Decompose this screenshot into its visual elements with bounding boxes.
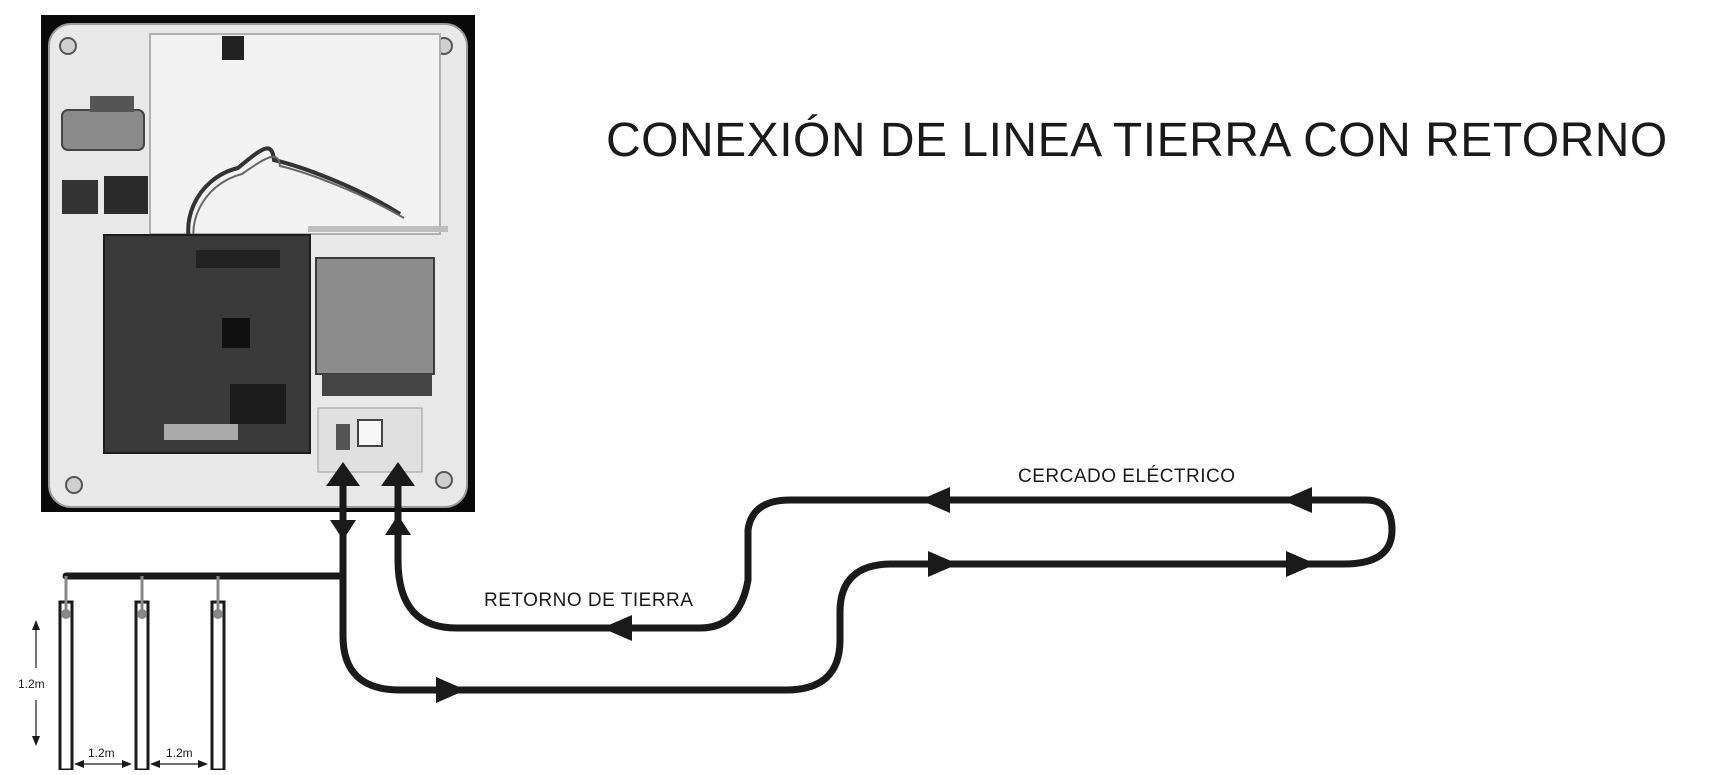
spacing-1-arrow-left bbox=[74, 760, 84, 768]
arrow-left-top-2 bbox=[920, 487, 950, 513]
device-clip bbox=[222, 36, 244, 60]
device-coil bbox=[61, 109, 145, 151]
ground-rod-2 bbox=[134, 576, 150, 772]
terminal-ground bbox=[336, 424, 350, 450]
depth-arrow-down bbox=[32, 736, 40, 746]
arrow-right-bottom bbox=[436, 677, 466, 703]
device-cable-2 bbox=[192, 155, 405, 259]
arrow-left-top-1 bbox=[1282, 487, 1312, 513]
arrow-left-return bbox=[602, 615, 632, 641]
diagram-title: CONEXIÓN DE LINEA TIERRA CON RETORNO bbox=[606, 113, 1668, 167]
ground-rods bbox=[58, 576, 226, 772]
screw-top-left bbox=[59, 37, 77, 55]
arrow-up-ground bbox=[326, 462, 360, 486]
screw-bottom-left bbox=[65, 476, 83, 494]
arrow-right-mid-2 bbox=[1286, 551, 1316, 577]
dimension-markers bbox=[32, 620, 208, 768]
device-terminal-left-2 bbox=[104, 176, 148, 214]
fence-label: CERCADO ELÉCTRICO bbox=[1018, 466, 1236, 487]
spacing-2-arrow-right bbox=[198, 760, 208, 768]
screw-bottom-right bbox=[435, 471, 453, 489]
arrow-down-ground bbox=[330, 520, 356, 540]
rod-spacing-label-1: 1.2m bbox=[88, 746, 115, 760]
terminal-fence bbox=[357, 419, 383, 447]
device-board-connector bbox=[164, 424, 238, 440]
spacing-1-arrow-right bbox=[122, 760, 132, 768]
wiring bbox=[62, 478, 1396, 694]
energizer-device bbox=[41, 15, 475, 512]
depth-arrow-up bbox=[32, 620, 40, 630]
device-divider bbox=[308, 226, 448, 232]
device-chip bbox=[222, 318, 250, 348]
device-transformer-base bbox=[322, 374, 432, 396]
device-relay bbox=[230, 384, 286, 424]
rod-depth-label: 1.2m bbox=[18, 677, 45, 691]
device-fuse-block bbox=[90, 96, 134, 112]
ground-rod-3 bbox=[210, 576, 226, 772]
fence-wire-outgoing bbox=[339, 478, 1396, 694]
device-upper-compartment bbox=[149, 33, 441, 235]
direction-arrows bbox=[326, 462, 1316, 703]
rod-spacing-label-2: 1.2m bbox=[166, 746, 193, 760]
arrow-right-mid-1 bbox=[928, 551, 958, 577]
ground-return-label: RETORNO DE TIERRA bbox=[484, 590, 693, 611]
device-terminal-left bbox=[62, 180, 98, 214]
arrow-up-fence bbox=[381, 462, 415, 486]
ground-rod-1 bbox=[58, 576, 74, 772]
spacing-2-arrow-left bbox=[150, 760, 160, 768]
device-cable bbox=[186, 146, 402, 260]
arrow-down-fence bbox=[385, 515, 411, 535]
device-transformer bbox=[315, 257, 435, 375]
device-board-header bbox=[196, 250, 280, 268]
